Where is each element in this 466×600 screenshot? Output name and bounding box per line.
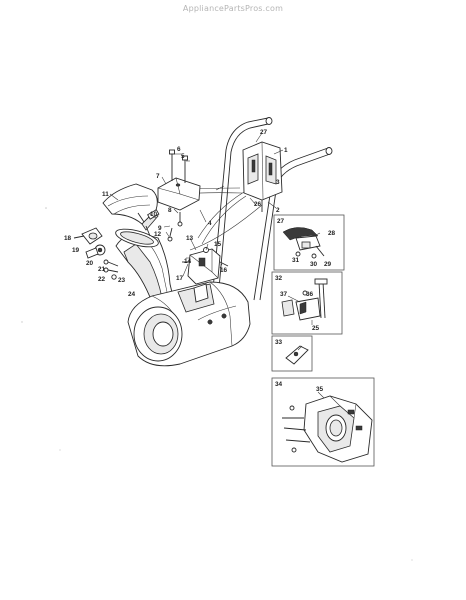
callout-13: 13 xyxy=(186,235,194,242)
inset-33 xyxy=(271,335,313,372)
callout-17: 17 xyxy=(176,275,184,282)
callout-22: 22 xyxy=(98,276,106,283)
callout-29: 29 xyxy=(324,261,332,268)
callout-14: 14 xyxy=(184,258,192,265)
control-housing xyxy=(242,141,283,212)
callout-8: 8 xyxy=(168,207,172,214)
bolts xyxy=(167,149,188,242)
chute-deflector xyxy=(102,183,160,231)
callout-labels: 1 2 3 4 5 6 7 8 9 10 11 12 13 14 15 16 1… xyxy=(64,129,336,393)
callout-27: 27 xyxy=(260,129,268,136)
callout-1: 1 xyxy=(284,147,288,154)
callout-3: 3 xyxy=(276,179,280,186)
inset-34 xyxy=(271,377,375,467)
inset-27 xyxy=(273,214,345,271)
callout-2: 2 xyxy=(276,207,280,214)
callout-9: 9 xyxy=(158,225,162,232)
callout-16: 16 xyxy=(220,267,228,274)
callout-36: 36 xyxy=(306,291,314,298)
callout-12: 12 xyxy=(154,231,162,238)
main-assembly xyxy=(73,117,333,367)
callout-18: 18 xyxy=(64,235,72,242)
callout-5: 5 xyxy=(181,153,185,160)
inset-label-27: 27 xyxy=(277,218,285,225)
leader-lines xyxy=(109,132,284,277)
scan-specks xyxy=(21,207,413,561)
callout-20: 20 xyxy=(86,260,94,267)
callout-23: 23 xyxy=(118,277,126,284)
watermark-text: AppliancePartsPros.com xyxy=(182,4,284,13)
top-cover xyxy=(157,177,201,211)
inset-label-34: 34 xyxy=(275,381,283,388)
callout-19: 19 xyxy=(72,247,80,254)
callout-15: 15 xyxy=(214,241,222,248)
callout-24: 24 xyxy=(128,291,136,298)
inset-label-33: 33 xyxy=(275,339,283,346)
inset-32 xyxy=(271,271,343,335)
callout-25: 25 xyxy=(312,325,320,332)
callout-7: 7 xyxy=(156,173,160,180)
callout-10: 10 xyxy=(150,211,158,218)
callout-4: 4 xyxy=(208,220,212,227)
inset-label-32: 32 xyxy=(275,275,283,282)
callout-31: 31 xyxy=(292,257,300,264)
callout-21: 21 xyxy=(98,266,106,273)
chute-tilt-parts xyxy=(73,212,151,280)
callout-30: 30 xyxy=(310,261,318,268)
callout-11: 11 xyxy=(102,191,109,198)
rotation-bracket xyxy=(182,247,229,285)
callout-26: 26 xyxy=(254,201,262,208)
callout-35: 35 xyxy=(316,386,324,393)
callout-28: 28 xyxy=(328,230,336,237)
callout-6: 6 xyxy=(177,146,181,153)
callout-37: 37 xyxy=(280,291,288,298)
auger-housing xyxy=(127,281,251,367)
